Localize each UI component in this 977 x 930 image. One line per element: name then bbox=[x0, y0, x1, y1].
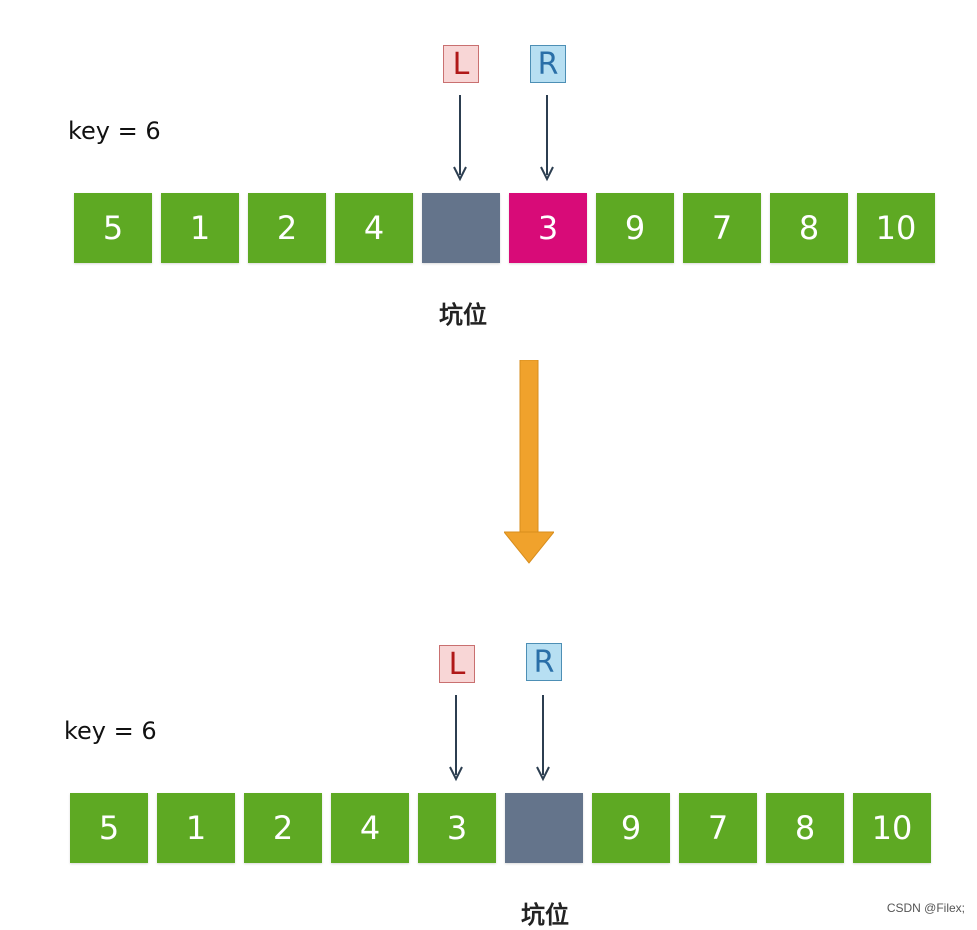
array-cell-3: 4 bbox=[331, 793, 409, 863]
left-pointer-marker: L bbox=[443, 45, 479, 83]
array-cell-2: 2 bbox=[248, 193, 326, 263]
array-cell-4 bbox=[422, 193, 500, 263]
right-pointer-arrow bbox=[536, 695, 550, 782]
array-cell-5 bbox=[505, 793, 583, 863]
key-label: key = 6 bbox=[68, 117, 161, 145]
array-cell-2: 2 bbox=[244, 793, 322, 863]
left-pointer-arrow bbox=[449, 695, 463, 782]
state-after: key = 6 L R 5 1 2 4 3 9 7 8 10 坑位 bbox=[0, 600, 977, 930]
array-cell-8: 8 bbox=[770, 193, 848, 263]
array-cell-6: 9 bbox=[596, 193, 674, 263]
left-pointer-marker: L bbox=[439, 645, 475, 683]
right-pointer-marker: R bbox=[526, 643, 562, 681]
array-cell-9: 10 bbox=[857, 193, 935, 263]
state-before: key = 6 L R 5 1 2 4 3 9 7 8 10 坑位 bbox=[0, 0, 977, 330]
transition-arrow-icon bbox=[504, 360, 554, 564]
array-cell-9: 10 bbox=[853, 793, 931, 863]
array-cell-0: 5 bbox=[70, 793, 148, 863]
hole-label: 坑位 bbox=[439, 301, 487, 329]
array-cell-6: 9 bbox=[592, 793, 670, 863]
array-row: 5 1 2 4 3 9 7 8 10 bbox=[70, 793, 931, 863]
array-cell-1: 1 bbox=[157, 793, 235, 863]
right-pointer-marker: R bbox=[530, 45, 566, 83]
right-pointer-arrow bbox=[540, 95, 554, 182]
array-cell-1: 1 bbox=[161, 193, 239, 263]
array-cell-3: 4 bbox=[335, 193, 413, 263]
array-row: 5 1 2 4 3 9 7 8 10 bbox=[74, 193, 935, 263]
left-pointer-arrow bbox=[453, 95, 467, 182]
array-cell-5: 3 bbox=[509, 193, 587, 263]
watermark: CSDN @Filex; bbox=[886, 901, 965, 915]
key-label: key = 6 bbox=[64, 717, 157, 745]
array-cell-7: 7 bbox=[679, 793, 757, 863]
array-cell-7: 7 bbox=[683, 193, 761, 263]
array-cell-0: 5 bbox=[74, 193, 152, 263]
array-cell-8: 8 bbox=[766, 793, 844, 863]
array-cell-4: 3 bbox=[418, 793, 496, 863]
hole-label: 坑位 bbox=[521, 901, 569, 929]
